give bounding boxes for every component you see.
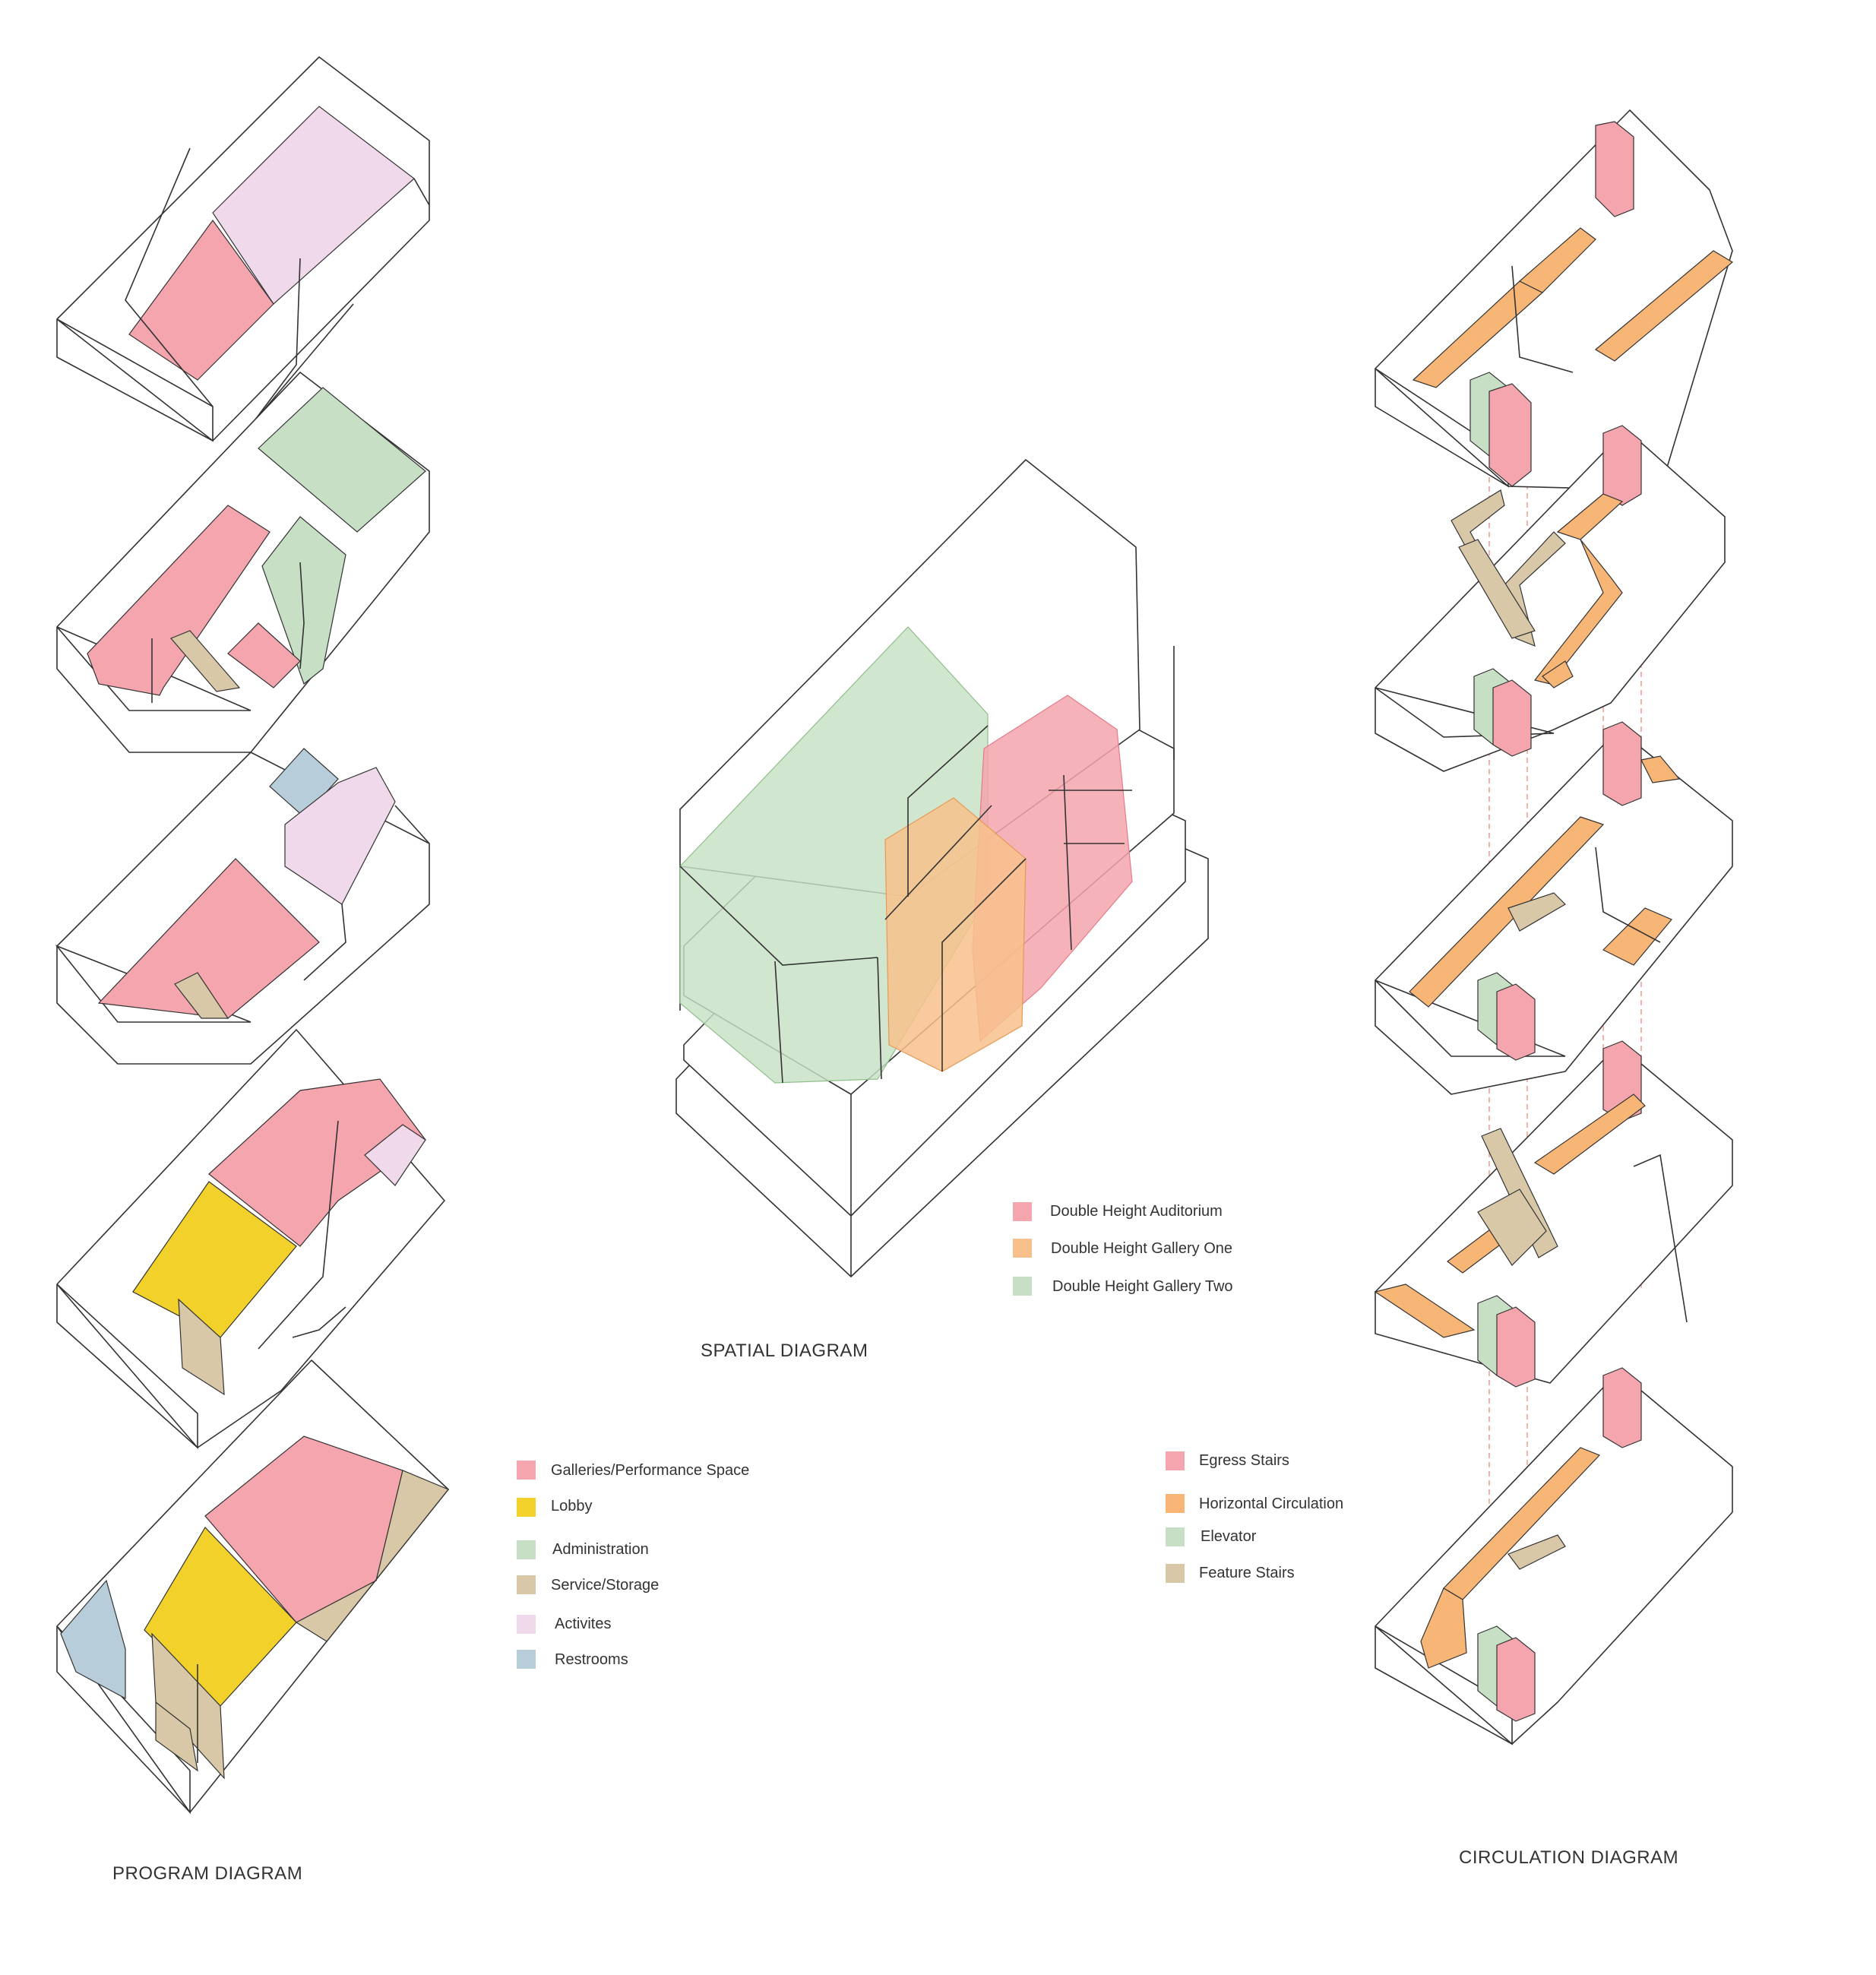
circulation-diagram-caption: CIRCULATION DIAGRAM bbox=[1459, 1847, 1678, 1868]
legend-label-feature: Feature Stairs bbox=[1199, 1565, 1295, 1581]
legend-label-gallery-one: Double Height Gallery One bbox=[1051, 1240, 1232, 1257]
legend-label-administration: Administration bbox=[552, 1541, 649, 1558]
legend-swatch-feature bbox=[1166, 1564, 1185, 1583]
circulation-egress-stair bbox=[1603, 426, 1641, 505]
spatial-legend: Double Height Auditorium Double Height G… bbox=[1013, 1202, 1233, 1296]
program-diagram-caption: PROGRAM DIAGRAM bbox=[112, 1863, 302, 1884]
legend-label-service: Service/Storage bbox=[551, 1577, 659, 1594]
circulation-egress-stair bbox=[1603, 722, 1641, 806]
legend-label-lobby: Lobby bbox=[551, 1498, 593, 1514]
circulation-level-1 bbox=[1375, 1368, 1732, 1744]
legend-label-gallery-two: Double Height Gallery Two bbox=[1052, 1278, 1233, 1295]
legend-swatch-service bbox=[517, 1575, 536, 1594]
legend-label-activities: Activites bbox=[555, 1616, 611, 1632]
legend-label-horizontal: Horizontal Circulation bbox=[1199, 1495, 1343, 1512]
legend-swatch-auditorium bbox=[1013, 1202, 1032, 1221]
legend-swatch-restrooms bbox=[517, 1650, 536, 1669]
circulation-level-5 bbox=[1375, 110, 1732, 490]
legend-swatch-administration bbox=[517, 1540, 536, 1559]
spatial-diagram-caption: SPATIAL DIAGRAM bbox=[701, 1340, 868, 1361]
program-level-1 bbox=[57, 1360, 448, 1812]
program-level-5 bbox=[57, 57, 429, 441]
circulation-legend: Egress Stairs Horizontal Circulation Ele… bbox=[1166, 1451, 1343, 1583]
legend-label-egress: Egress Stairs bbox=[1199, 1452, 1289, 1469]
legend-swatch-gallery-two bbox=[1013, 1277, 1032, 1296]
legend-swatch-horizontal bbox=[1166, 1494, 1185, 1513]
spatial-diagram: SPATIAL DIAGRAM bbox=[676, 460, 1208, 1361]
legend-swatch-activities bbox=[517, 1615, 536, 1634]
legend-label-restrooms: Restrooms bbox=[555, 1651, 628, 1668]
circulation-diagram: CIRCULATION DIAGRAM bbox=[1375, 110, 1732, 1868]
legend-label-elevator: Elevator bbox=[1201, 1528, 1257, 1545]
legend-swatch-galleries bbox=[517, 1461, 536, 1480]
legend-swatch-lobby bbox=[517, 1498, 536, 1517]
program-level-2 bbox=[57, 1030, 444, 1448]
circulation-egress-stair-lower bbox=[1497, 984, 1535, 1060]
circulation-level-3 bbox=[1375, 722, 1732, 1094]
legend-swatch-elevator bbox=[1166, 1527, 1185, 1546]
program-level-3 bbox=[57, 749, 429, 1064]
circulation-egress-stair-lower bbox=[1497, 1638, 1535, 1721]
circulation-egress-stair bbox=[1596, 122, 1634, 217]
circulation-egress-stair bbox=[1603, 1368, 1641, 1448]
legend-label-auditorium: Double Height Auditorium bbox=[1050, 1203, 1223, 1220]
program-level-4 bbox=[57, 372, 429, 752]
circulation-egress-stair-lower bbox=[1493, 680, 1531, 756]
circulation-egress-stair-lower bbox=[1489, 384, 1531, 486]
legend-label-galleries: Galleries/Performance Space bbox=[551, 1462, 749, 1479]
circulation-level-2 bbox=[1375, 1041, 1732, 1387]
legend-swatch-egress bbox=[1166, 1451, 1185, 1470]
circulation-egress-stair-lower bbox=[1497, 1307, 1535, 1387]
program-legend: Galleries/Performance Space Lobby Admini… bbox=[517, 1461, 749, 1669]
program-diagram: PROGRAM DIAGRAM bbox=[57, 57, 448, 1884]
legend-swatch-gallery-one bbox=[1013, 1239, 1032, 1258]
